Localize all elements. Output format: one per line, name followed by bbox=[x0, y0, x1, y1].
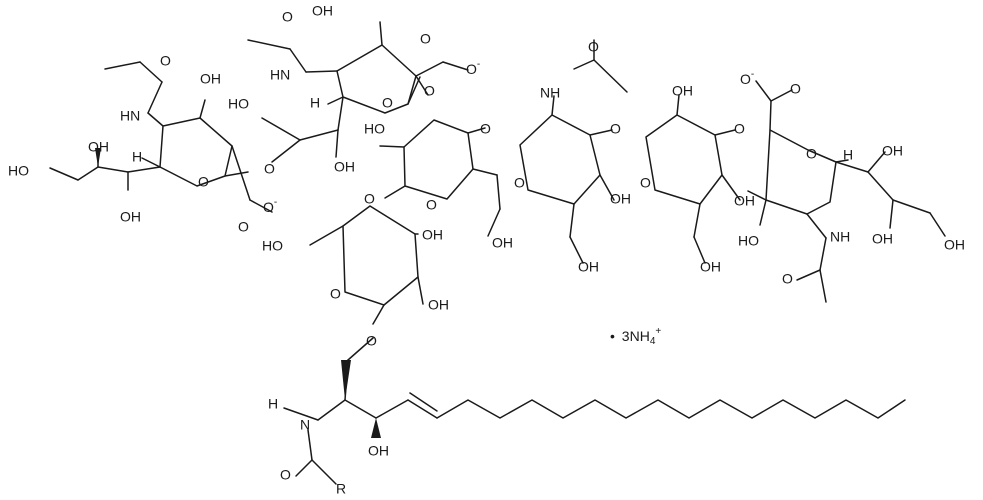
atom-label: OH bbox=[428, 297, 449, 313]
atom-label: NH bbox=[540, 85, 560, 101]
atom-label: HN bbox=[120, 108, 140, 124]
right-sialic-ring bbox=[765, 129, 837, 215]
atom-labels: OH HN O H OH HO OH O O O- O HO OH O HN H… bbox=[8, 3, 965, 497]
atom-label: HO bbox=[738, 233, 759, 249]
atom-label: NH bbox=[830, 229, 850, 245]
atom-label: O bbox=[610, 121, 621, 137]
galactose-ring-1 bbox=[403, 119, 474, 200]
atom-label: HO bbox=[228, 96, 249, 112]
galactose-ring-2 bbox=[342, 205, 419, 306]
atom-label: OH bbox=[422, 227, 443, 243]
atom-label: OH bbox=[492, 235, 513, 251]
atom-label: OH bbox=[700, 259, 721, 275]
left-sialic-ring bbox=[159, 117, 233, 187]
middle-sialic-ring bbox=[336, 44, 417, 114]
atom-label: HO bbox=[8, 163, 29, 179]
atom-label: OH bbox=[120, 209, 141, 225]
atom-label: O bbox=[806, 146, 817, 162]
atom-label: O bbox=[364, 191, 375, 207]
atom-label: OH bbox=[872, 231, 893, 247]
atom-label: O bbox=[588, 39, 599, 55]
atom-label: H bbox=[843, 147, 853, 163]
stereo-wedges bbox=[95, 148, 381, 438]
atom-label: O bbox=[238, 219, 249, 235]
atom-label: O bbox=[514, 175, 525, 191]
atom-label: OH bbox=[610, 191, 631, 207]
atom-label: OH bbox=[672, 83, 693, 99]
atom-label: O bbox=[782, 271, 793, 287]
atom-label: H bbox=[310, 95, 320, 111]
atom-label: R bbox=[336, 481, 346, 497]
bond-lines bbox=[49, 21, 946, 485]
sphingosine-chain bbox=[436, 399, 906, 419]
atom-label: O bbox=[198, 174, 209, 190]
atom-label: O bbox=[426, 197, 437, 213]
atom-label: HO bbox=[364, 121, 385, 137]
atom-label: OH bbox=[578, 259, 599, 275]
atom-label: O- bbox=[263, 197, 277, 215]
galactose-ring-3 bbox=[645, 114, 723, 205]
atom-label: O bbox=[366, 333, 377, 349]
atom-label: OH bbox=[944, 237, 965, 253]
atom-label: O bbox=[264, 161, 275, 177]
atom-label: O bbox=[790, 81, 801, 97]
counterion-label: • 3NH4+ bbox=[610, 326, 661, 347]
atom-label: O bbox=[420, 31, 431, 47]
atom-label: OH bbox=[200, 71, 221, 87]
atom-label: O bbox=[282, 9, 293, 25]
atom-label: OH bbox=[882, 143, 903, 159]
atom-label: O- bbox=[740, 69, 754, 87]
atom-label: O bbox=[280, 467, 291, 483]
atom-label: O bbox=[640, 175, 651, 191]
atom-label: OH bbox=[368, 443, 389, 459]
atom-label: OH bbox=[734, 193, 755, 209]
atom-label: O bbox=[160, 53, 171, 69]
atom-label: O bbox=[480, 121, 491, 137]
atom-label: O bbox=[734, 121, 745, 137]
atom-label: O- bbox=[466, 59, 480, 77]
atom-label: OH bbox=[88, 139, 109, 155]
atom-label: H bbox=[132, 149, 142, 165]
atom-label: H bbox=[268, 396, 278, 412]
atom-label: O bbox=[330, 286, 341, 302]
atom-label: HN bbox=[270, 67, 290, 83]
galnac-ring bbox=[519, 114, 601, 205]
atom-label: O bbox=[424, 83, 435, 99]
atom-label: O bbox=[382, 95, 393, 111]
atom-label: OH bbox=[312, 3, 333, 19]
atom-label: HO bbox=[262, 238, 283, 254]
atom-label: OH bbox=[334, 159, 355, 175]
atom-label: N bbox=[300, 417, 310, 433]
